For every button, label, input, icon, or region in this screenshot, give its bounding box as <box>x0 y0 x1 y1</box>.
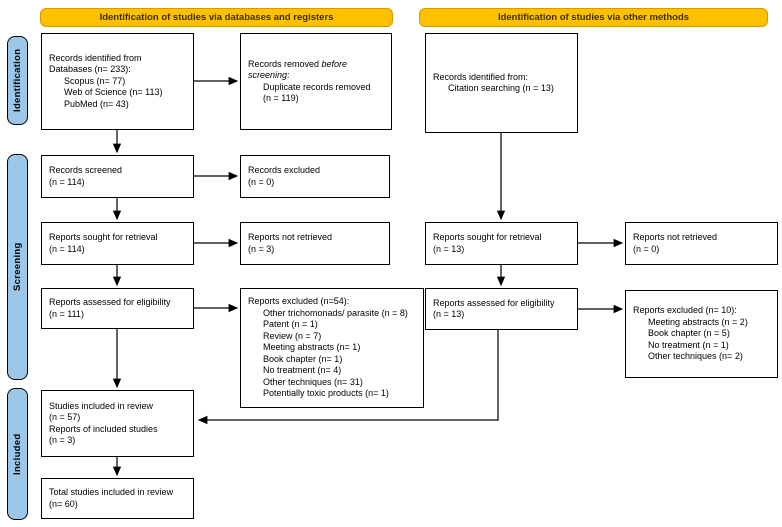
box-text: Studies included in review (n = 57) Repo… <box>49 400 158 446</box>
box-reports-assessed-other: Reports assessed for eligibility (n = 13… <box>425 288 578 330</box>
box-text: Reports sought for retrieval (n = 114) <box>49 232 158 254</box>
box-text: Records screened (n = 114) <box>49 165 123 187</box>
box-text: Reports assessed for eligibility (n = 11… <box>49 297 171 319</box>
box-text: Reports excluded (n= 10): Meeting abstra… <box>633 305 748 362</box>
box-reports-sought-other: Reports sought for retrieval (n = 13) <box>425 222 578 265</box>
box-text: Records removed before screening: Duplic… <box>248 58 371 104</box>
box-records-identified-databases: Records identified from Databases (n= 23… <box>41 33 194 130</box>
box-studies-included-review: Studies included in review (n = 57) Repo… <box>41 390 194 457</box>
box-records-screened: Records screened (n = 114) <box>41 155 194 198</box>
box-text: Reports sought for retrieval (n = 13) <box>433 232 542 254</box>
arrow-other-assessed-to-included <box>197 330 499 425</box>
box-reports-excluded-databases: Reports excluded (n=54): Other trichomon… <box>240 288 424 408</box>
box-text: Reports excluded (n=54): Other trichomon… <box>248 296 408 399</box>
box-records-excluded: Records excluded (n = 0) <box>240 155 390 198</box>
header-databases-registers: Identification of studies via databases … <box>40 8 393 27</box>
box-reports-assessed-databases: Reports assessed for eligibility (n = 11… <box>41 288 194 329</box>
box-reports-not-retrieved-other: Reports not retrieved (n = 0) <box>625 222 778 265</box>
box-records-removed-before-screening: Records removed before screening: Duplic… <box>240 33 392 130</box>
header-other-methods: Identification of studies via other meth… <box>419 8 768 27</box>
box-text: Reports not retrieved (n = 3) <box>248 232 333 254</box>
box-reports-excluded-other: Reports excluded (n= 10): Meeting abstra… <box>625 290 778 378</box>
box-text: Reports not retrieved (n = 0) <box>633 232 718 254</box>
box-text: Records identified from Databases (n= 23… <box>49 52 163 109</box>
box-reports-sought-databases: Reports sought for retrieval (n = 114) <box>41 222 194 265</box>
box-text: Records identified from: Citation search… <box>433 71 554 94</box>
box-text: Reports assessed for eligibility (n = 13… <box>433 297 555 320</box>
box-reports-not-retrieved-databases: Reports not retrieved (n = 3) <box>240 222 390 265</box>
box-text: Total studies included in review (n= 60) <box>49 487 174 509</box>
box-total-studies-included: Total studies included in review (n= 60) <box>41 478 194 519</box>
box-records-identified-other: Records identified from: Citation search… <box>425 33 578 133</box>
box-text: Records excluded (n = 0) <box>248 165 321 187</box>
